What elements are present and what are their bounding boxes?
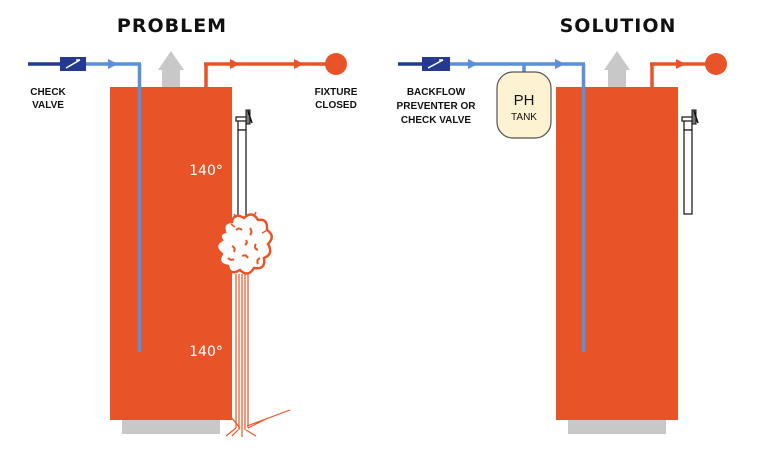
solution-cold-water-inlet-pipe [398, 59, 586, 352]
fixture-label-line1: FIXTURE [315, 87, 358, 98]
fixture-closed-icon [325, 53, 347, 75]
steam-burst-icon [215, 211, 273, 275]
solution-flue-vent-icon [604, 51, 630, 87]
temp-bottom-label: 140° [189, 344, 223, 360]
solution-relief-valve-icon [681, 109, 699, 215]
temp-top-label: 140° [189, 163, 223, 179]
water-heater-tank [110, 87, 232, 420]
backflow-preventer-icon [422, 57, 450, 71]
solution-water-heater-tank [556, 87, 678, 420]
water-discharge-icon [221, 274, 291, 437]
solution-hot-water-outlet-pipe [650, 59, 708, 87]
backflow-label-line1: BACKFLOW [407, 87, 466, 98]
check-valve-label-line1: CHECK [30, 87, 66, 98]
solution-title: SOLUTION [560, 15, 677, 37]
heater-base [122, 418, 220, 434]
ph-tank-label-line2: TANK [511, 112, 537, 123]
backflow-label-line3: CHECK VALVE [401, 115, 472, 126]
relief-valve-icon [235, 109, 253, 219]
check-valve-icon [60, 57, 86, 71]
ph-tank-label-line1: PH [514, 92, 535, 109]
problem-title: PROBLEM [117, 15, 227, 37]
solution-heater-base [568, 418, 666, 434]
backflow-label-line2: PREVENTER OR [397, 101, 477, 112]
cold-water-inlet-pipe [28, 59, 142, 352]
hot-water-outlet-pipe [204, 59, 326, 87]
check-valve-label-line2: VALVE [32, 100, 64, 111]
fixture-label-line2: CLOSED [315, 100, 357, 111]
solution-fixture-icon [705, 53, 727, 75]
ph-tank-icon [496, 71, 552, 139]
flue-vent-icon [158, 51, 184, 87]
